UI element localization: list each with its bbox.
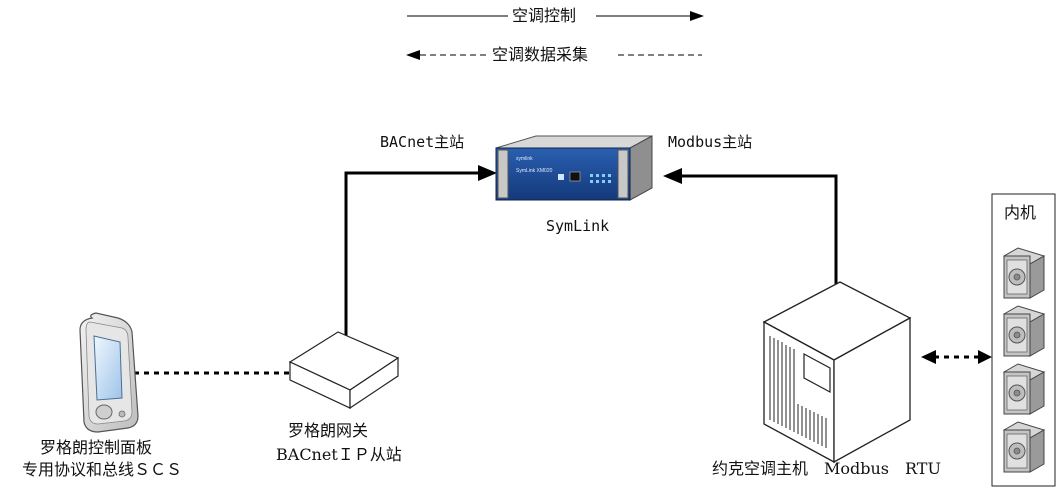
legend-control-arrow xyxy=(407,11,704,21)
york-ac-unit xyxy=(762,281,912,464)
bacnet-master-label: BACnet主站 xyxy=(380,133,465,151)
york-label: 约克空调主机 Modbus RTU xyxy=(712,459,941,478)
indoor-unit xyxy=(1002,421,1046,473)
bacnet-connection-line xyxy=(338,165,497,366)
legend-collect-label: 空调数据采集 xyxy=(492,45,589,64)
symlink-faceplate-brand: symlink xyxy=(516,156,533,162)
indoor-unit xyxy=(1002,247,1046,299)
symlink-name-label: SymLink xyxy=(546,217,610,235)
symlink-device: symlink SymLink XM020 xyxy=(495,135,653,201)
gateway-label-line1: 罗格朗网关 xyxy=(288,421,369,440)
indoor-unit xyxy=(1002,305,1046,357)
symlink-faceplate-model: SymLink XM020 xyxy=(516,168,553,174)
york-indoor-dashed-link xyxy=(921,350,992,364)
legrand-gateway xyxy=(288,331,400,410)
indoor-title: 内机 xyxy=(1004,203,1037,222)
modbus-master-label: Modbus主站 xyxy=(668,133,753,151)
legrand-control-panel xyxy=(79,312,139,433)
legend-collect-arrow xyxy=(406,50,702,60)
panel-label-line1: 罗格朗控制面板 xyxy=(40,438,153,457)
indoor-units-box xyxy=(991,193,1056,487)
indoor-unit xyxy=(1002,363,1046,415)
gateway-label-line2: BACnetＩＰ从站 xyxy=(276,445,402,464)
panel-label-line2: 专用协议和总线ＳＣＳ xyxy=(22,460,183,479)
legend-control-label: 空调控制 xyxy=(512,6,577,25)
